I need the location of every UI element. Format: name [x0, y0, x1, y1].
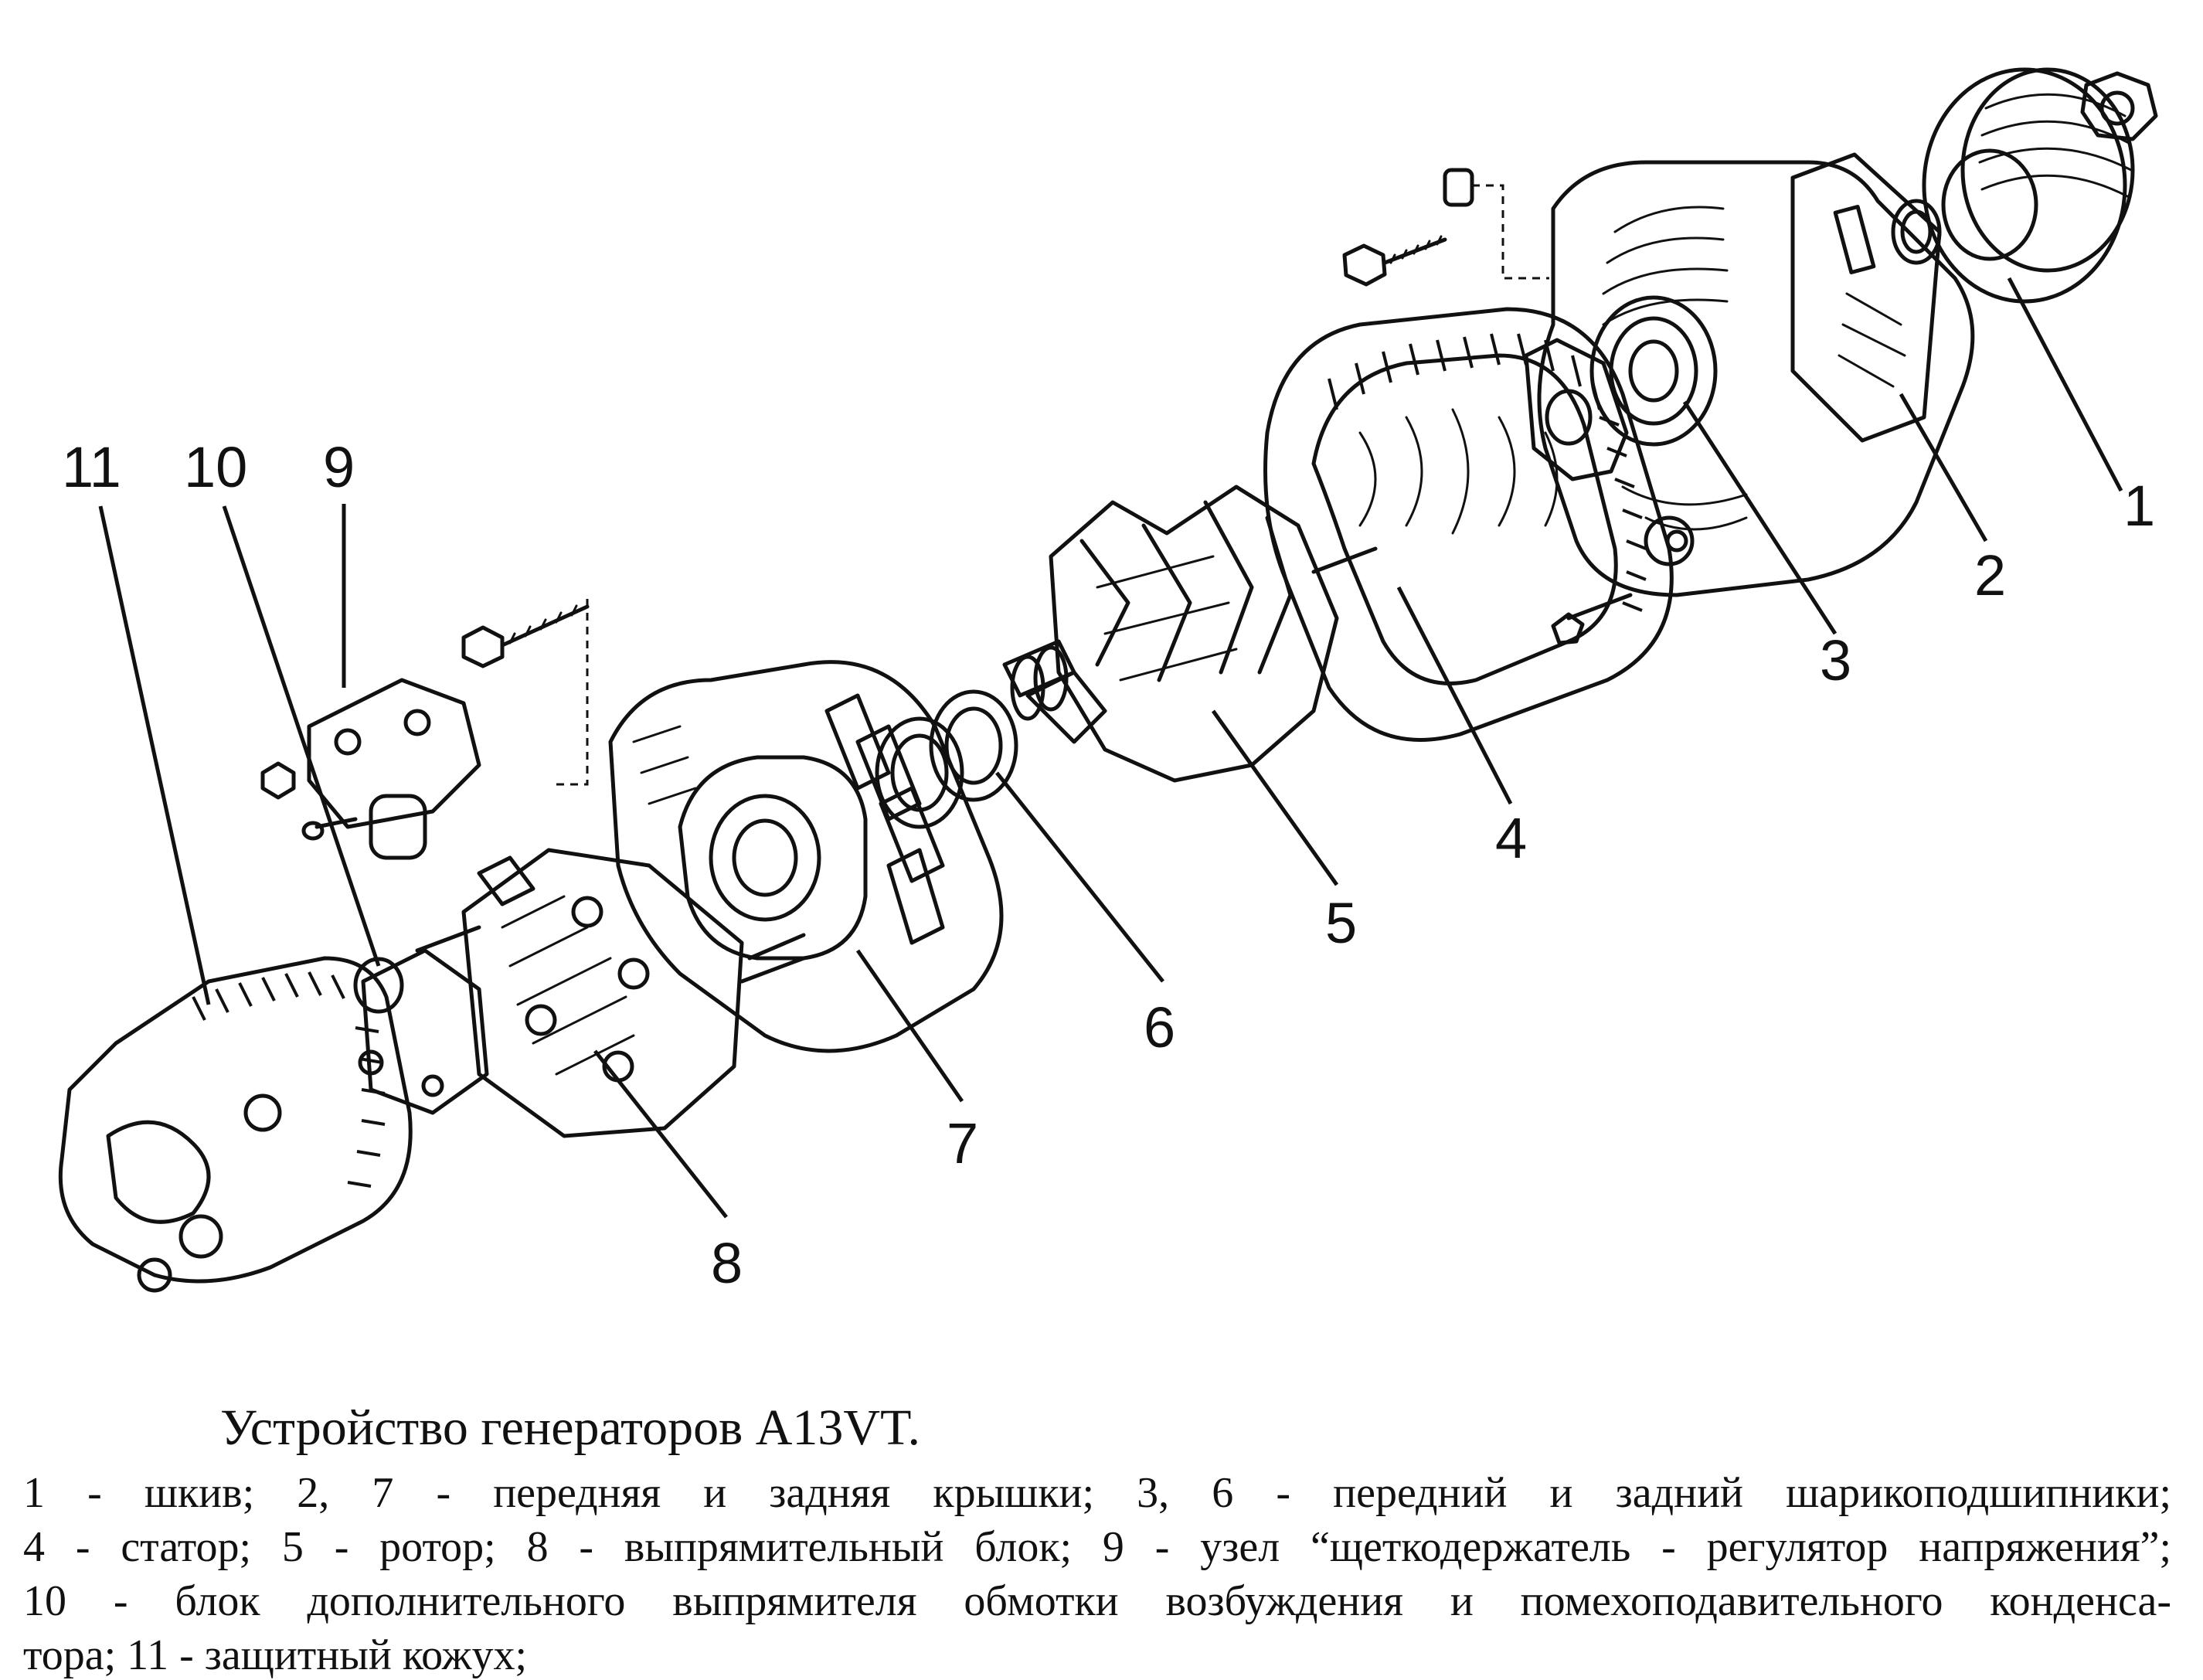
callout-5: 5: [1325, 891, 1357, 955]
fastener-group-upper: [1342, 168, 1633, 645]
callout-1: 1: [2123, 474, 2155, 538]
part-rotor: [1002, 485, 1378, 783]
callout-2: 2: [1974, 543, 2006, 607]
caption-line-2: 4 - статор; 5 - ротор; 8 - выпрямительны…: [23, 1523, 2171, 1571]
callout-3: 3: [1820, 628, 1851, 692]
part-front-cover: [1537, 152, 1975, 597]
caption-line-1: 1 - шкив; 2, 7 - передняя и задняя крышк…: [23, 1469, 2171, 1517]
part-protective-cover: [58, 956, 413, 1293]
callout-4: 4: [1495, 806, 1527, 870]
callout-6: 6: [1144, 995, 1175, 1059]
callout-labels: 1 2 3 4 5 6 7 8 9 10 11: [62, 435, 2155, 1295]
part-rectifier-block: [415, 848, 744, 1138]
callout-8: 8: [711, 1231, 743, 1295]
caption-line-3: 10 - блок дополнительного выпрямителя об…: [23, 1577, 2171, 1625]
callout-7: 7: [947, 1111, 978, 1175]
fastener-long-bolt: [461, 599, 590, 786]
exploded-view-diagram: 1 2 3 4 5 6 7 8 9 10 11: [58, 67, 2158, 1295]
callout-9: 9: [323, 435, 355, 499]
caption-line-4: тора; 11 - защитный кожух;: [23, 1631, 528, 1679]
part-rear-cover: [608, 660, 1004, 1053]
callout-11: 11: [62, 435, 121, 499]
callout-10: 10: [184, 435, 247, 499]
caption-title: Устройство генераторов А13VT.: [220, 1399, 920, 1456]
leader-lines: [98, 277, 2123, 1219]
part-pulley: [1891, 67, 2158, 304]
part-brush-holder-regulator: [260, 678, 481, 860]
